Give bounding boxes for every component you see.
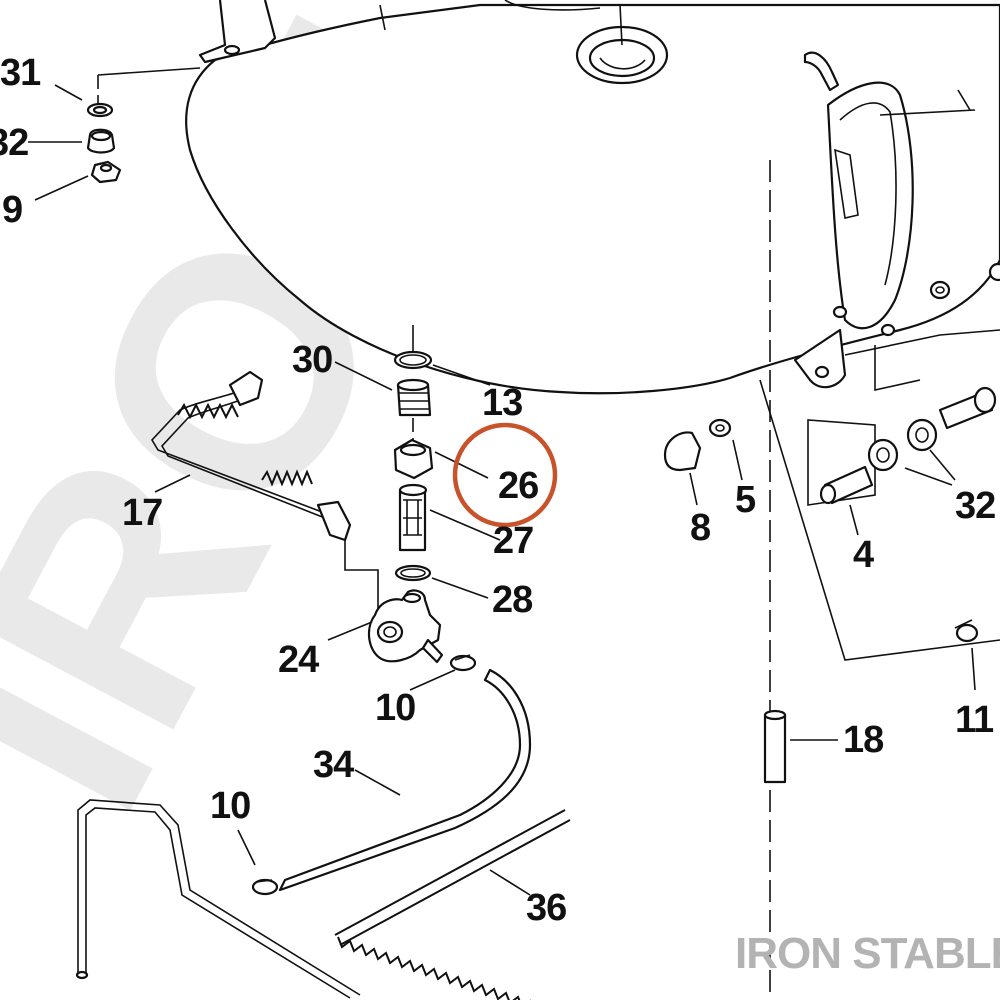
callout-24: 24	[278, 639, 319, 681]
brand-logo-text: IRON STABLE	[735, 929, 1000, 978]
callout-5: 5	[735, 479, 756, 521]
hose-34	[237, 654, 532, 896]
spring-36	[334, 809, 571, 1000]
petcock-assembly	[327, 325, 501, 664]
callout-4: 4	[853, 534, 874, 576]
highlight-circle	[452, 422, 558, 528]
callout-36: 36	[526, 887, 566, 929]
callout-27: 27	[493, 520, 533, 562]
callout-31-top: 31	[0, 52, 41, 94]
callout-labels: 31 32 9 30 13 26 27 28 17 24 10 34 10 36…	[0, 52, 996, 929]
callout-34: 34	[313, 744, 354, 786]
callout-10-upper: 10	[375, 687, 415, 729]
tank-mount-hardware-left	[28, 67, 201, 201]
callout-8: 8	[690, 507, 710, 549]
fuel-tank	[185, 0, 1000, 395]
callout-11: 11	[955, 699, 994, 741]
callout-13: 13	[482, 382, 522, 424]
support-rod	[75, 799, 361, 999]
callout-9: 9	[2, 189, 22, 231]
callout-32-top: 32	[0, 122, 28, 164]
right-mount-hardware	[663, 160, 1000, 1000]
callout-10-lower: 10	[210, 785, 250, 827]
callout-17: 17	[122, 492, 162, 534]
callout-26: 26	[498, 465, 538, 507]
callout-28: 28	[492, 579, 532, 621]
callout-32-right: 32	[955, 485, 995, 527]
callout-30: 30	[292, 339, 332, 381]
fuel-line-17	[151, 370, 352, 542]
callout-18: 18	[843, 719, 883, 761]
